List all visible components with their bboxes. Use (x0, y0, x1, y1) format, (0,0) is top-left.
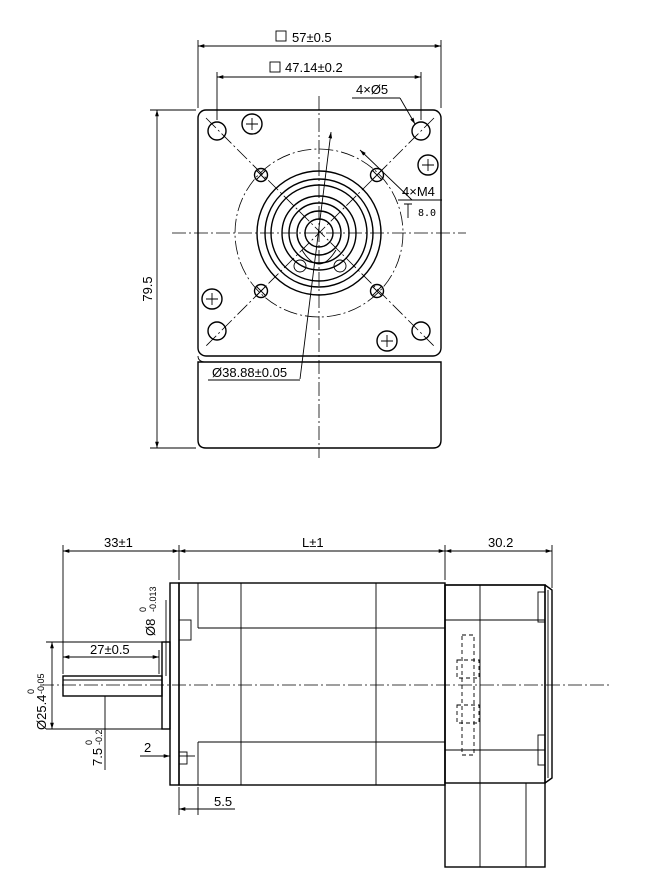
rear-encoder (444, 584, 546, 784)
flange (169, 582, 180, 786)
dim-flat: 7.5 (90, 748, 105, 766)
svg-text:0: 0 (84, 740, 94, 745)
front-view: 57±0.5 47.14±0.2 4×Ø5 4×M4 8.0 Ø38.88±0.… (140, 30, 466, 458)
shaft (62, 675, 163, 697)
tapped-holes (253, 167, 385, 299)
side-view: 33±1 L±1 30.2 27±0.5 Ø25.4 0 -0.05 Ø8 0 … (26, 535, 612, 868)
svg-text:-0.05: -0.05 (36, 673, 46, 694)
dim-rear: 30.2 (488, 535, 513, 550)
dim-pilot-diameter: Ø25.4 (34, 695, 49, 730)
svg-text:0: 0 (138, 607, 148, 612)
dim-bolt-square: 47.14±0.2 (285, 60, 343, 75)
dim-body-length: L±1 (302, 535, 324, 550)
dim-shaft-diameter: Ø8 (143, 619, 158, 636)
dim-two: 2 (144, 740, 151, 755)
dim-outer-square: 57±0.5 (292, 30, 332, 45)
housing-extension (197, 361, 442, 449)
dim-depth: 8.0 (418, 208, 436, 219)
dim-tapped: 4×M4 (402, 184, 435, 199)
screw-heads (201, 113, 439, 352)
dim-height: 79.5 (140, 276, 155, 301)
dim-holes: 4×Ø5 (356, 82, 388, 97)
dim-flange: 5.5 (214, 794, 232, 809)
dim-pilot: Ø38.88±0.05 (212, 365, 287, 380)
pilot-circle (234, 148, 404, 318)
svg-text:-0.013: -0.013 (148, 586, 158, 612)
motor-body (178, 582, 446, 786)
svg-text:0: 0 (26, 689, 36, 694)
svg-text:-0.2: -0.2 (94, 729, 104, 745)
dim-shaft-length: 33±1 (104, 535, 133, 550)
mounting-holes (207, 121, 431, 341)
dim-key-length: 27±0.5 (90, 642, 130, 657)
